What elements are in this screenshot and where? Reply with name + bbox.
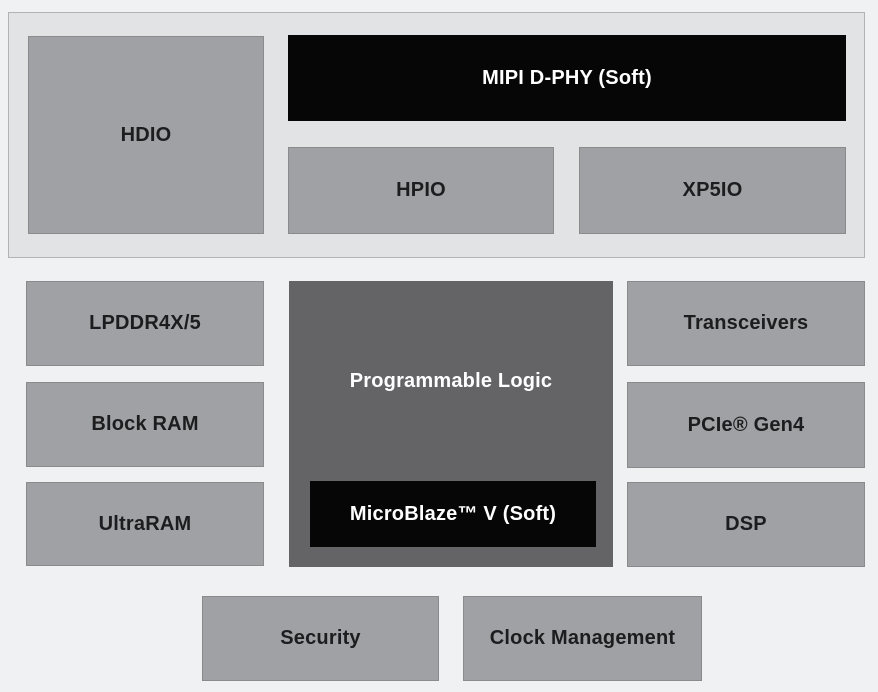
ultraram-block: UltraRAM — [26, 482, 264, 566]
dsp-block: DSP — [627, 482, 865, 567]
lpddr-block: LPDDR4X/5 — [26, 281, 264, 366]
pcie-gen4-label: PCIe® Gen4 — [687, 413, 805, 436]
security-label: Security — [280, 627, 361, 649]
block-ram-label: Block RAM — [91, 413, 199, 435]
programmable-logic-block: Programmable Logic MicroBlaze™ V (Soft) — [289, 281, 613, 567]
lpddr-label: LPDDR4X/5 — [89, 312, 201, 334]
hpio-label: HPIO — [396, 179, 446, 201]
clock-management-label: Clock Management — [489, 627, 676, 649]
microblaze-block: MicroBlaze™ V (Soft) — [310, 481, 596, 547]
ultraram-label: UltraRAM — [98, 512, 192, 535]
microblaze-label: MicroBlaze™ V (Soft) — [349, 502, 557, 525]
transceivers-block: Transceivers — [627, 281, 865, 366]
programmable-logic-label: Programmable Logic — [349, 369, 553, 392]
hpio-block: HPIO — [288, 147, 554, 234]
hdio-block: HDIO — [28, 36, 264, 234]
xp5io-label: XP5IO — [682, 179, 743, 201]
hdio-label: HDIO — [120, 123, 172, 146]
pcie-gen4-block: PCIe® Gen4 — [627, 382, 865, 468]
security-block: Security — [202, 596, 439, 681]
mipi-dphy-label: MIPI D-PHY (Soft) — [482, 66, 652, 89]
dsp-label: DSP — [725, 513, 767, 535]
clock-management-block: Clock Management — [463, 596, 702, 681]
block-ram-block: Block RAM — [26, 382, 264, 467]
transceivers-label: Transceivers — [683, 312, 809, 334]
mipi-dphy-block: MIPI D-PHY (Soft) — [288, 35, 846, 121]
xp5io-block: XP5IO — [579, 147, 846, 234]
